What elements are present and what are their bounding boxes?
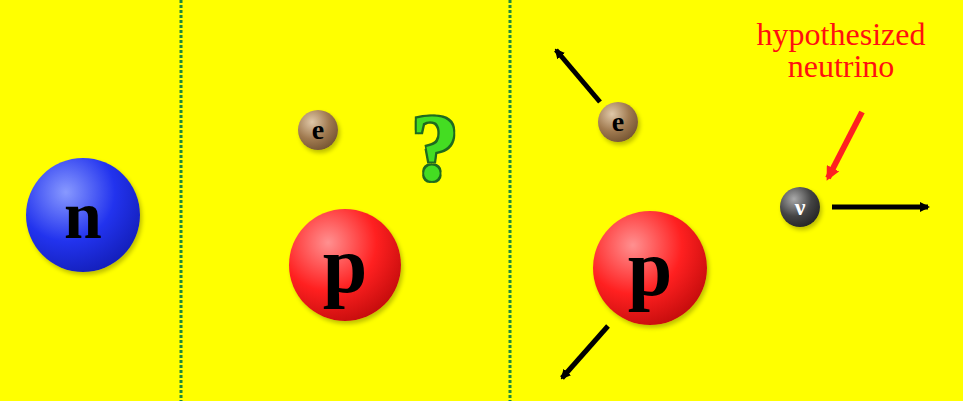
panel-divider [509,0,512,401]
particle-sphere: e [298,110,338,150]
leader-arrow [828,112,862,178]
particle-symbol: n [64,181,102,249]
particle-symbol: p [323,225,368,305]
particle-symbol: ν [795,195,806,219]
motion-arrow [562,326,608,378]
particle-sphere: ν [780,187,820,227]
particle-symbol: e [612,108,624,136]
particle-sphere: p [289,209,401,321]
motion-arrow [556,50,600,102]
particle-symbol: p [628,228,673,308]
particle-sphere: p [593,211,707,325]
motion-arrow [832,205,928,210]
particle-sphere: e [598,102,638,142]
particle-symbol: e [312,116,324,144]
question-mark: ? [395,95,475,201]
callout-label: hypothesized neutrino [730,18,952,82]
panel-divider [180,0,183,401]
particle-sphere: n [26,158,140,272]
